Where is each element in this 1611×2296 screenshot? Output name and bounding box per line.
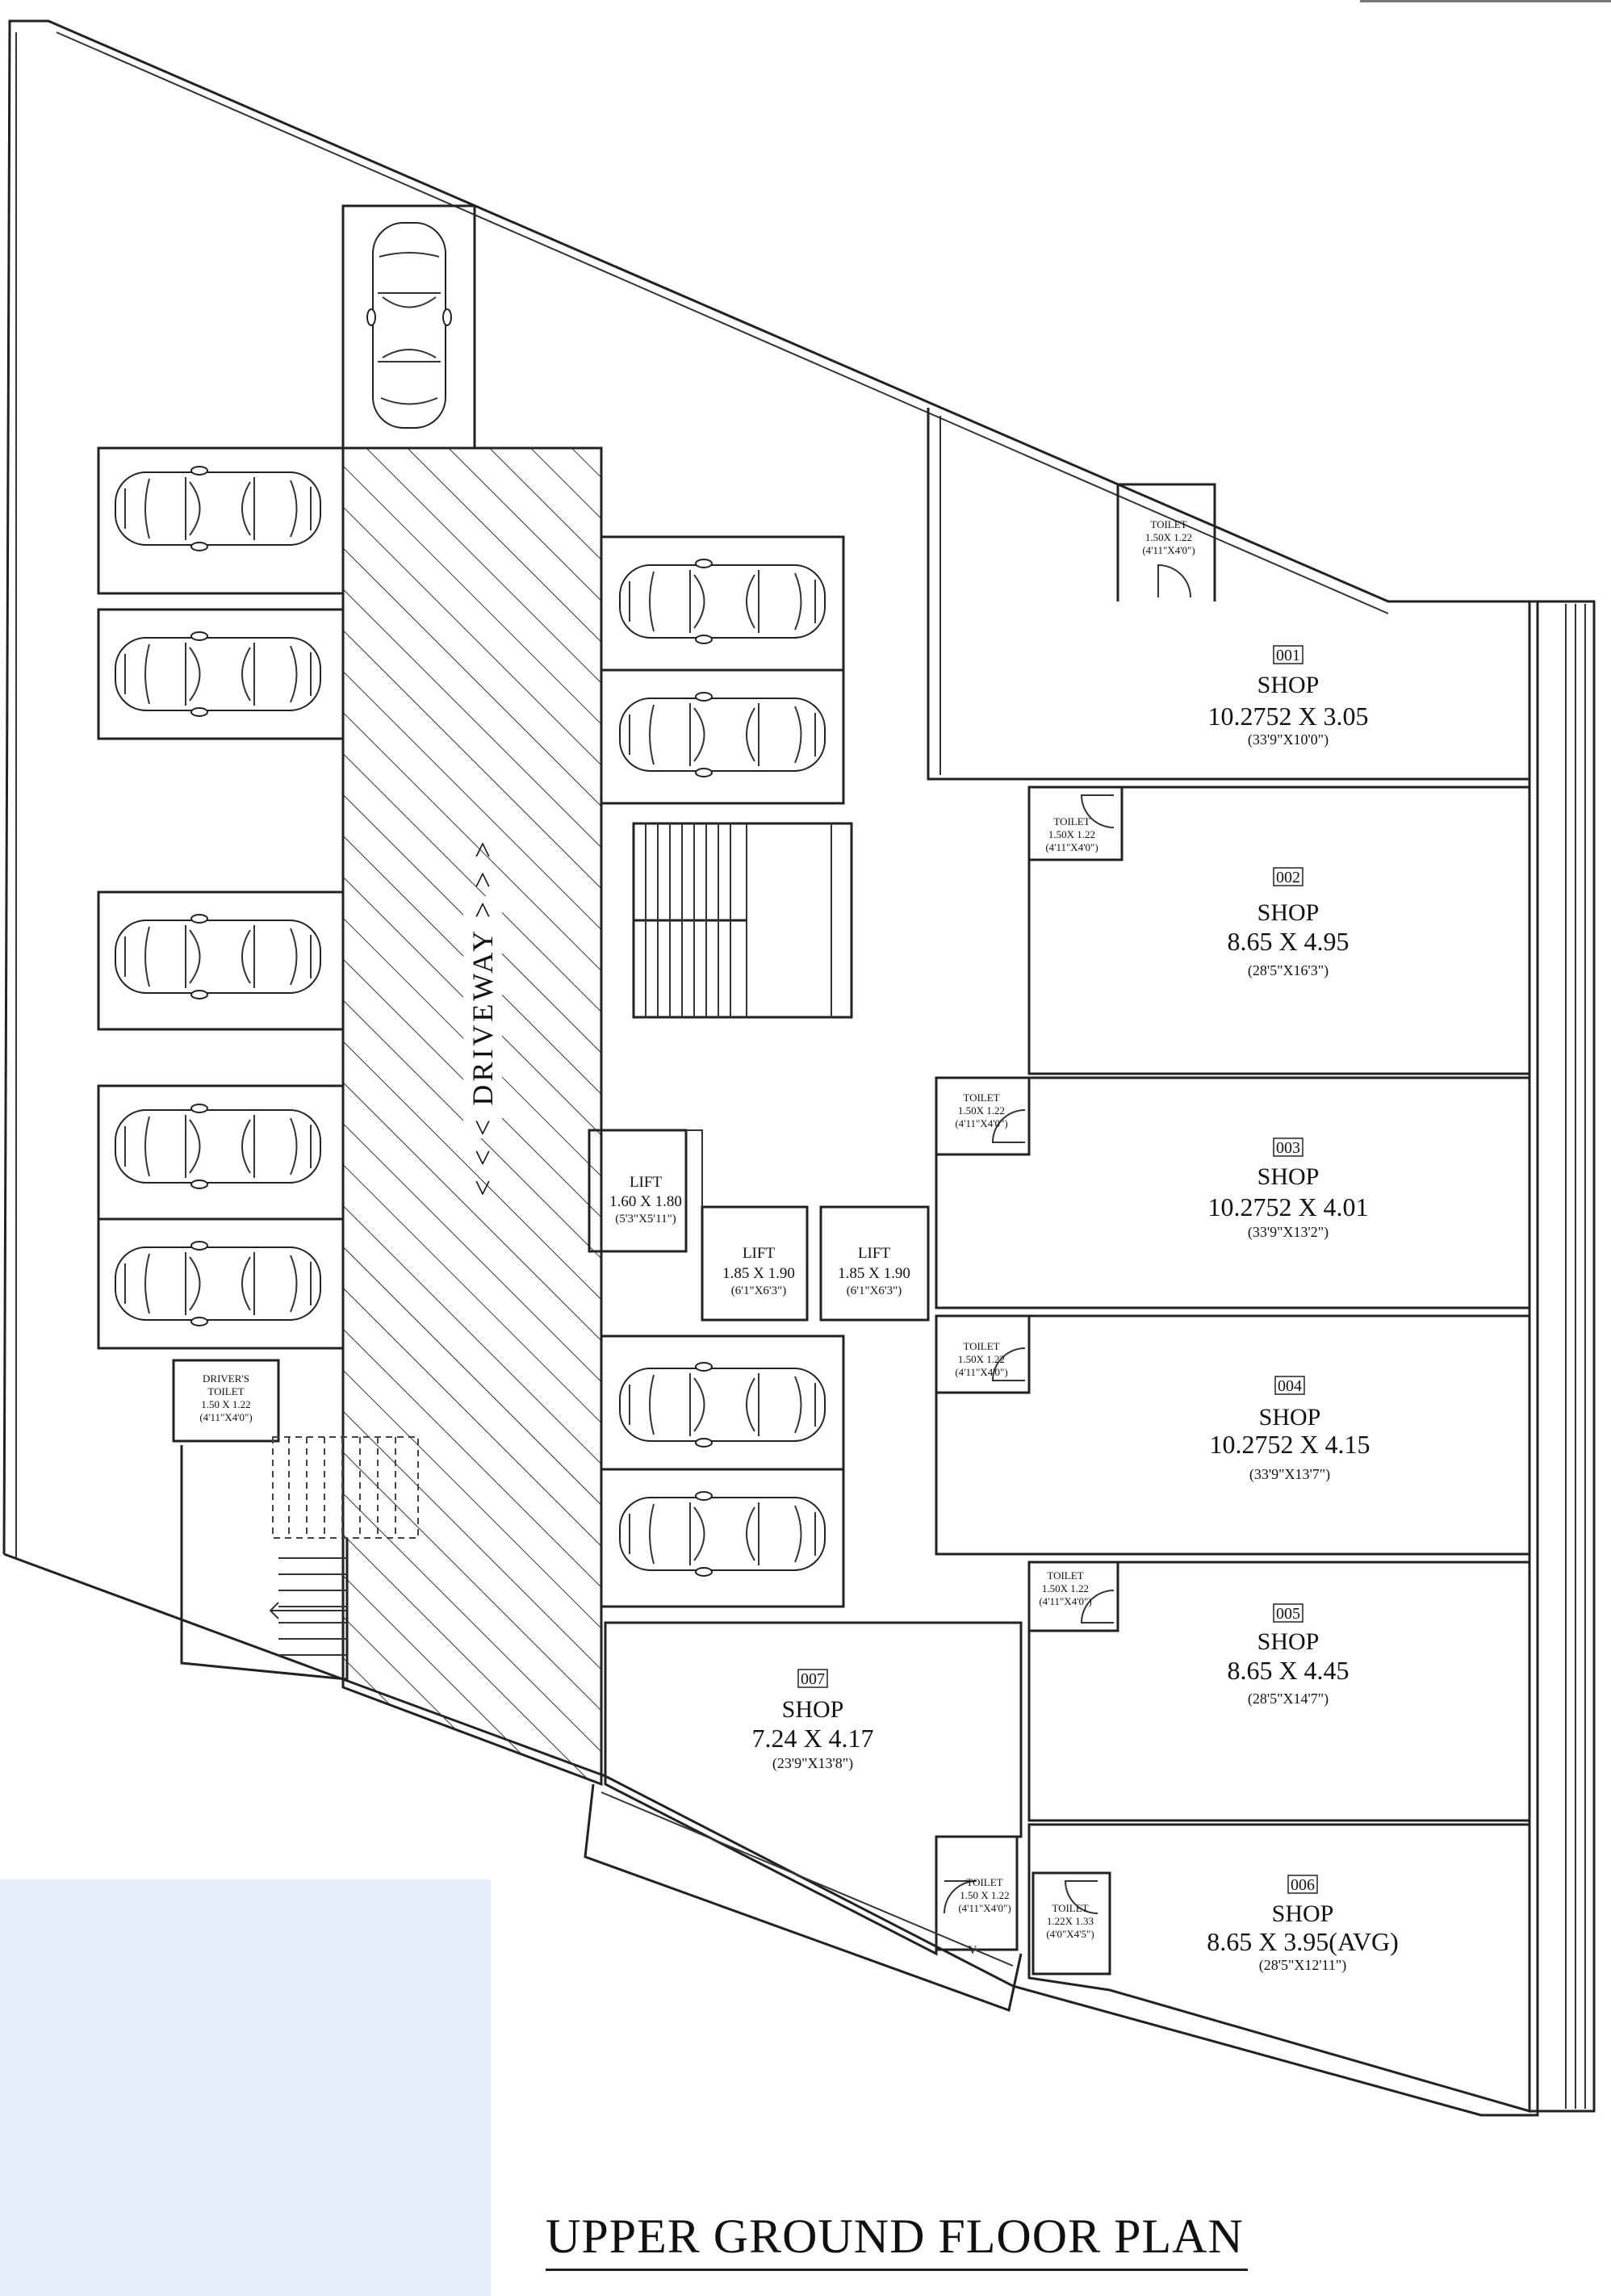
shops-block <box>584 408 1531 2113</box>
svg-text:(4'11"X4'0"): (4'11"X4'0") <box>955 1117 1007 1129</box>
shop-005: 005 SHOP 8.65 X 4.45 (28'5"X14'7") <box>1227 1603 1349 1707</box>
drivers-toilet-line2: TOILET <box>207 1385 244 1397</box>
svg-text:TOILET: TOILET <box>963 1340 999 1352</box>
right-boundary-band <box>1528 600 1596 2113</box>
toilet-3: TOILET 1.50X 1.22 (4'11"X4'0") <box>955 1091 1007 1129</box>
parking-left <box>97 446 345 1350</box>
background-panel <box>0 1879 491 2296</box>
lift-2-name: LIFT <box>743 1245 776 1262</box>
toilet-5: TOILET 1.50X 1.22 (4'11"X4'0") <box>1039 1569 1091 1607</box>
shop-002-name: SHOP <box>1257 899 1320 926</box>
shop-001-name: SHOP <box>1257 672 1320 698</box>
lift-2-imperial: (6'1"X6'3") <box>731 1284 786 1297</box>
svg-text:(4'0"X4'5"): (4'0"X4'5") <box>1046 1928 1094 1940</box>
lift-1-dims: 1.60 X 1.80 <box>609 1193 682 1210</box>
svg-text:1.50X 1.22: 1.50X 1.22 <box>1048 828 1095 840</box>
shop-007-dims: 7.24 X 4.17 <box>751 1724 873 1753</box>
svg-text:(4'11"X4'0"): (4'11"X4'0") <box>1142 544 1195 556</box>
svg-text:1.50X 1.22: 1.50X 1.22 <box>958 1353 1005 1365</box>
svg-text:1.50 X 1.22: 1.50 X 1.22 <box>960 1889 1009 1901</box>
toilet-4: TOILET 1.50X 1.22 (4'11"X4'0") <box>955 1340 1007 1378</box>
shop-006: 006 SHOP 8.65 X 3.95(AVG) (28'5"X12'11") <box>1207 1875 1399 1974</box>
shop-001-imperial: (33'9"X10'0") <box>1248 731 1329 748</box>
shop-007-no: 007 <box>801 1670 825 1688</box>
svg-text:1.50X 1.22: 1.50X 1.22 <box>958 1104 1005 1117</box>
lift-1-name: LIFT <box>630 1174 663 1191</box>
shop-004: 004 SHOP 10.2752 X 4.15 (33'9"X13'7") <box>1209 1376 1370 1483</box>
shop-001: 001 SHOP 10.2752 X 3.05 (33'9"X10'0") <box>1207 645 1369 748</box>
drivers-toilet-imperial: (4'11"X4'0") <box>199 1411 252 1423</box>
stair-mark: V <box>969 1944 977 1957</box>
shop-005-name: SHOP <box>1257 1628 1320 1655</box>
door-arcs <box>944 564 1191 1914</box>
shop-006-imperial: (28'5"X12'11") <box>1259 1957 1347 1974</box>
staircase-main <box>632 822 853 1019</box>
svg-text:1.22X 1.33: 1.22X 1.33 <box>1047 1915 1094 1927</box>
shop-005-no: 005 <box>1276 1605 1300 1623</box>
shop-003-imperial: (33'9"X13'2") <box>1248 1224 1329 1241</box>
shop-003-name: SHOP <box>1257 1163 1320 1190</box>
shop-002: 002 SHOP 8.65 X 4.95 (28'5"X16'3") <box>1227 867 1349 979</box>
shop-004-dims: 10.2752 X 4.15 <box>1209 1430 1370 1459</box>
svg-text:(4'11"X4'0"): (4'11"X4'0") <box>958 1902 1011 1914</box>
shop-006-no: 006 <box>1291 1876 1315 1894</box>
shop-007-name: SHOP <box>782 1696 844 1723</box>
svg-text:TOILET: TOILET <box>966 1876 1002 1888</box>
shop-007-imperial: (23'9"X13'8") <box>772 1755 853 1772</box>
lift-block <box>588 1129 930 1322</box>
svg-text:1.50X 1.22: 1.50X 1.22 <box>1042 1582 1089 1594</box>
svg-text:TOILET: TOILET <box>1047 1569 1083 1582</box>
lift-3-imperial: (6'1"X6'3") <box>847 1284 902 1297</box>
parking-center <box>600 535 845 1608</box>
plot-boundary <box>2 19 1539 2117</box>
lift-3-name: LIFT <box>858 1245 891 1262</box>
shop-001-dims: 10.2752 X 3.05 <box>1207 702 1368 731</box>
title-underline <box>546 2269 1248 2271</box>
toilet-1: TOILET 1.50X 1.22 (4'11"X4'0") <box>1142 518 1195 556</box>
toilet-2: TOILET 1.50X 1.22 (4'11"X4'0") <box>1045 815 1098 853</box>
svg-text:TOILET: TOILET <box>1052 1902 1088 1914</box>
corner-line <box>1360 0 1611 2</box>
shop-004-imperial: (33'9"X13'7") <box>1249 1466 1330 1483</box>
lift-2-dims: 1.85 X 1.90 <box>722 1265 795 1282</box>
svg-text:(4'11"X4'0"): (4'11"X4'0") <box>1039 1595 1091 1607</box>
plan-title: UPPER GROUND FLOOR PLAN <box>546 2210 1244 2263</box>
drivers-toilet-line1: DRIVER'S <box>203 1372 249 1385</box>
shop-007: 007 SHOP 7.24 X 4.17 (23'9"X13'8") <box>751 1669 874 1772</box>
shop-003-dims: 10.2752 X 4.01 <box>1207 1192 1368 1221</box>
shop-004-name: SHOP <box>1259 1404 1321 1431</box>
shop-002-imperial: (28'5"X16'3") <box>1248 962 1329 979</box>
drivers-toilet-area <box>172 1359 419 1681</box>
shop-002-no: 002 <box>1276 869 1300 886</box>
svg-text:1.50X 1.22: 1.50X 1.22 <box>1145 531 1192 543</box>
shop-004-no: 004 <box>1278 1377 1302 1395</box>
driveway-label: < < < DRIVEWAY > > > <box>467 838 499 1196</box>
svg-text:(4'11"X4'0"): (4'11"X4'0") <box>1045 841 1098 853</box>
shop-002-dims: 8.65 X 4.95 <box>1227 927 1349 956</box>
shop-003-no: 003 <box>1276 1139 1300 1157</box>
svg-text:(4'11"X4'0"): (4'11"X4'0") <box>955 1366 1007 1378</box>
shop-003: 003 SHOP 10.2752 X 4.01 (33'9"X13'2") <box>1207 1138 1369 1241</box>
drivers-toilet-dims: 1.50 X 1.22 <box>201 1398 250 1410</box>
shop-005-dims: 8.65 X 4.45 <box>1227 1656 1349 1685</box>
shop-001-no: 001 <box>1276 647 1300 664</box>
parking-top <box>341 204 476 450</box>
shop-005-imperial: (28'5"X14'7") <box>1248 1691 1329 1707</box>
svg-text:TOILET: TOILET <box>1053 815 1090 827</box>
lift-3-dims: 1.85 X 1.90 <box>838 1265 910 1282</box>
shop-006-dims: 8.65 X 3.95(AVG) <box>1207 1927 1399 1956</box>
shop-006-name: SHOP <box>1272 1900 1334 1927</box>
toilet-6: TOILET 1.50 X 1.22 (4'11"X4'0") <box>958 1876 1011 1914</box>
lift-1-imperial: (5'3"X5'11") <box>615 1213 676 1226</box>
svg-text:TOILET: TOILET <box>963 1091 999 1104</box>
toilet-7: TOILET 1.22X 1.33 (4'0"X4'5") <box>1046 1902 1094 1940</box>
svg-text:TOILET: TOILET <box>1150 518 1186 530</box>
